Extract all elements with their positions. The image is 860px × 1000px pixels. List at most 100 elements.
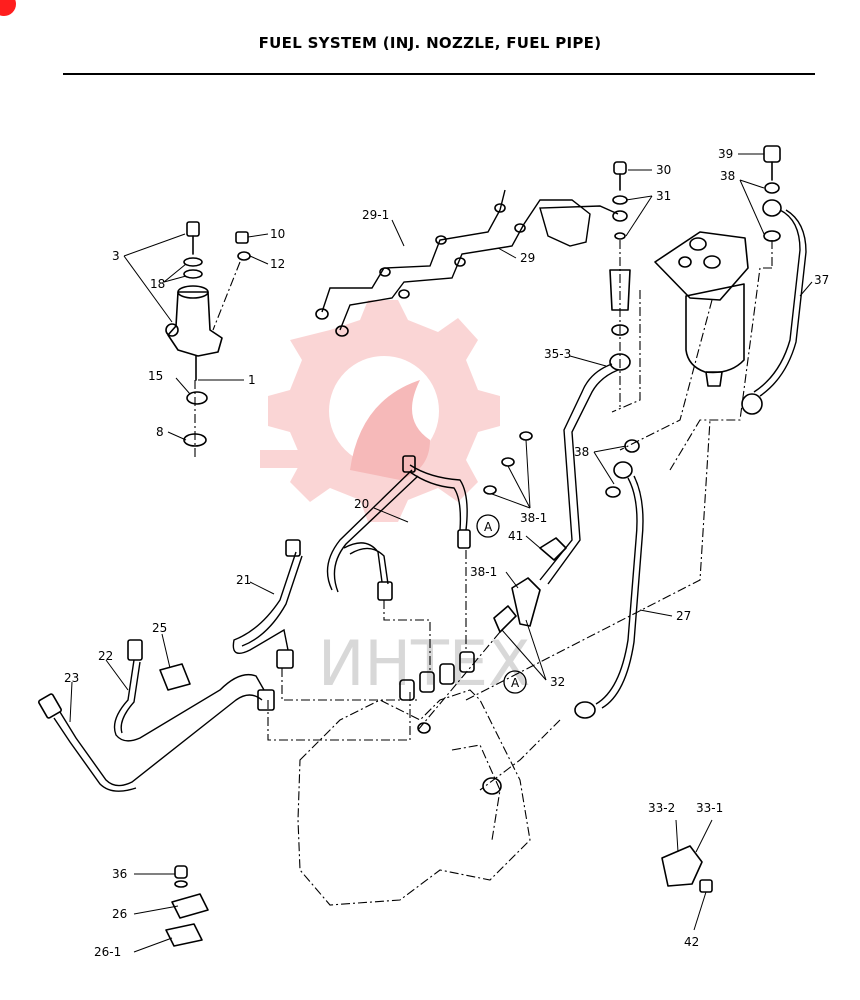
- callout-37: 37: [814, 273, 829, 287]
- banjo-37-bottom: [741, 393, 763, 415]
- dash-route: [669, 267, 772, 471]
- stud-axis-line: [212, 261, 241, 331]
- leader-26-1: [133, 937, 173, 953]
- leader-3: [123, 255, 173, 323]
- callout-36: 36: [112, 867, 127, 881]
- filter-port: [678, 256, 692, 268]
- bracket-26-1-part: [165, 923, 203, 947]
- pipe-22-nut-b: [257, 689, 275, 711]
- filter-drain: [705, 371, 723, 387]
- banjo-fitting: [315, 308, 329, 320]
- leader-38-1b: [505, 571, 519, 589]
- leader-18: [163, 275, 187, 283]
- lower-right-parts: [661, 845, 713, 893]
- leader-33-2: [675, 819, 679, 853]
- leader-8: [167, 431, 187, 441]
- gasket-32-part: [417, 722, 431, 734]
- reference-markers: A A: [476, 514, 527, 694]
- leader-38b: [593, 451, 615, 485]
- filter-port: [703, 255, 721, 269]
- injection-pipe-20c: [343, 542, 389, 585]
- leader-3: [123, 233, 186, 257]
- callout-42: 42: [684, 935, 699, 949]
- ref-a-label: A: [484, 520, 493, 534]
- return-pipes: [479, 267, 772, 791]
- leader-35-3: [569, 355, 607, 367]
- dash-route: [267, 690, 411, 741]
- gasket-38-1a: [519, 431, 533, 441]
- lower-left-parts: [165, 865, 209, 947]
- washer-31c-part: [614, 232, 626, 240]
- callout-26: 26: [112, 907, 127, 921]
- callout-18: 18: [150, 277, 165, 291]
- ref-a-circle: [476, 514, 500, 538]
- gear-bar-shape: [260, 450, 320, 468]
- banjo-fitting: [494, 203, 506, 213]
- callout-32: 32: [550, 675, 565, 689]
- callout-21: 21: [236, 573, 251, 587]
- delivery-valve: [439, 663, 455, 685]
- banjo-fitting: [514, 223, 526, 233]
- leakoff-pipe-29: [339, 199, 619, 331]
- washer-18b-part: [183, 269, 203, 279]
- callout-35-3: 35-3: [544, 347, 571, 361]
- leader-26: [133, 905, 179, 915]
- callout-26-1: 26-1: [94, 945, 121, 959]
- callout-15: 15: [148, 369, 163, 383]
- ref-a-circle: [503, 670, 527, 694]
- dash-route: [281, 668, 420, 701]
- leakoff-pipe-assembly: [315, 189, 619, 337]
- leader-38-1a: [525, 439, 531, 509]
- banjo-fitting: [335, 325, 349, 337]
- leader-21: [249, 581, 275, 595]
- pipe-21-nut-b: [276, 649, 294, 669]
- nozzle-holder-1-part: [167, 291, 223, 357]
- pipe-20-nut-b: [457, 529, 471, 549]
- banjo-fitting: [379, 267, 391, 277]
- callout-31: 31: [656, 189, 671, 203]
- banjo-bolt-part: [609, 269, 631, 311]
- leader-38-1a: [491, 493, 531, 509]
- dash-route: [611, 290, 641, 413]
- cap-41-part: [539, 537, 567, 561]
- callout-39: 39: [718, 147, 733, 161]
- callout-22: 22: [98, 649, 113, 663]
- washer-38-part: [763, 230, 781, 242]
- fitting-38-1-part: [511, 577, 541, 627]
- callout-27: 27: [676, 609, 691, 623]
- leader-41: [525, 535, 541, 549]
- gasket-38-1c: [483, 485, 497, 495]
- washer-18a-part: [183, 257, 203, 267]
- leader-31: [625, 195, 653, 201]
- leader-10: [247, 233, 269, 238]
- injection-pipe-21: [232, 551, 303, 654]
- banjo-fitting: [435, 235, 447, 245]
- corner-mark: [0, 0, 16, 16]
- banjo-fitting: [398, 289, 410, 299]
- leader-33-1: [695, 819, 713, 853]
- injection-pipe-20b: [326, 469, 419, 593]
- dash-route: [383, 600, 431, 672]
- bolt-36-washer: [174, 880, 188, 888]
- gasket-38-1b: [501, 457, 515, 467]
- pipe-20c-nut: [377, 581, 393, 601]
- leader-32: [525, 619, 547, 681]
- callout-29: 29: [520, 251, 535, 265]
- gear-flame-shape: [350, 380, 430, 480]
- pump-inlet: [482, 777, 502, 795]
- leader-37: [799, 281, 813, 297]
- callout-38-1: 38-1: [470, 565, 497, 579]
- title-rule: [63, 73, 815, 75]
- clamp-25-part: [159, 663, 191, 691]
- leader-38b: [593, 445, 627, 453]
- bolt-36-part: [174, 865, 188, 879]
- nozzle-side-port: [165, 323, 179, 337]
- injector-nozzle-assembly: [165, 221, 251, 460]
- washer-31b-part: [612, 210, 628, 222]
- leader-12: [249, 255, 269, 265]
- callout-23: 23: [64, 671, 79, 685]
- delivery-valve: [459, 651, 475, 673]
- leader-20: [373, 507, 409, 523]
